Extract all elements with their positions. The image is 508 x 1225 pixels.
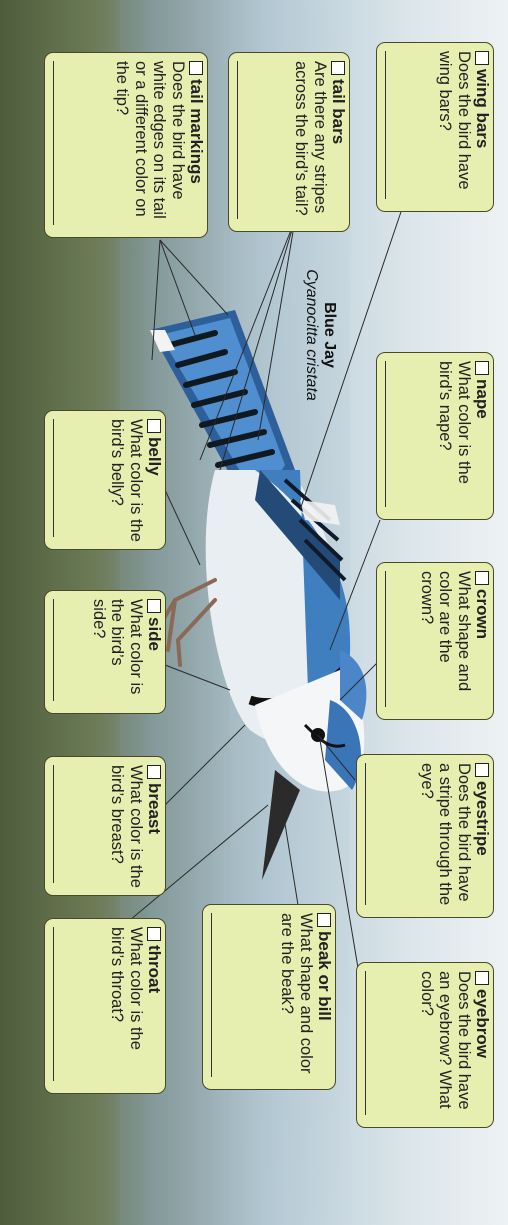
card-breast: breast What color is the bird’s breast? <box>44 756 166 896</box>
card-question: What shape and color are the crown? <box>418 571 474 713</box>
answer-line[interactable] <box>53 765 54 883</box>
checkbox-beak-or-bill[interactable] <box>318 913 332 927</box>
card-title: tail bars <box>329 79 348 144</box>
card-question: Are there any stripes across the bird’s … <box>292 61 329 225</box>
checkbox-crown[interactable] <box>476 571 490 585</box>
card-question: Does the bird have white edges on its ta… <box>113 61 187 231</box>
answer-line[interactable] <box>237 61 238 219</box>
card-eyebrow: eyebrow Does the bird have an eyebrow? W… <box>356 962 494 1128</box>
answer-line[interactable] <box>385 51 386 199</box>
card-belly: belly What color is the bird’s belly? <box>44 410 166 550</box>
checkbox-belly[interactable] <box>148 419 162 433</box>
card-title: beak or bill <box>315 931 334 1021</box>
card-title: eyebrow <box>473 989 492 1058</box>
card-question: What shape and color are the beak? <box>278 913 315 1083</box>
card-tail-bars: tail bars Are there any stripes across t… <box>228 52 350 232</box>
card-beak-or-bill: beak or bill What shape and color are th… <box>202 904 336 1090</box>
card-title: crown <box>473 589 492 639</box>
card-wing-bars: wing bars Does the bird have wing bars? <box>376 42 494 212</box>
answer-line[interactable] <box>385 361 386 507</box>
common-name: Blue Jay <box>320 265 338 405</box>
checkbox-eyebrow[interactable] <box>476 971 490 985</box>
card-question: What color is the bird’s belly? <box>108 419 145 543</box>
answer-line[interactable] <box>53 419 54 537</box>
card-title: side <box>145 617 164 651</box>
card-title: wing bars <box>473 69 492 148</box>
checkbox-breast[interactable] <box>148 765 162 779</box>
card-question: What color is the bird’s nape? <box>436 361 473 513</box>
checkbox-eyestripe[interactable] <box>476 763 490 777</box>
answer-line[interactable] <box>211 913 212 1077</box>
card-question: What color is the bird’s throat? <box>108 927 145 1087</box>
card-crown: crown What shape and color are the crown… <box>376 562 494 720</box>
answer-line[interactable] <box>53 599 54 701</box>
answer-line[interactable] <box>53 61 54 225</box>
answer-line[interactable] <box>365 971 366 1115</box>
checkbox-tail-markings[interactable] <box>190 61 204 75</box>
card-question: What color is the bird’s breast? <box>108 765 145 889</box>
card-title: nape <box>473 379 492 419</box>
checkbox-side[interactable] <box>148 599 162 613</box>
card-title: breast <box>145 783 164 834</box>
card-question: What color is the bird’s side? <box>90 599 146 707</box>
card-question: Does the bird have an eyebrow? What colo… <box>418 971 474 1121</box>
checkbox-nape[interactable] <box>476 361 490 375</box>
card-question: Does the bird have a stripe through the … <box>418 763 474 911</box>
card-title: tail markings <box>187 79 206 184</box>
card-title: belly <box>145 437 164 476</box>
card-nape: nape What color is the bird’s nape? <box>376 352 494 520</box>
card-side: side What color is the bird’s side? <box>44 590 166 714</box>
card-question: Does the bird have wing bars? <box>436 51 473 205</box>
card-eyestripe: eyestripe Does the bird have a stripe th… <box>356 754 494 918</box>
answer-line[interactable] <box>385 571 386 707</box>
card-title: eyestripe <box>473 781 492 856</box>
species-label: Blue Jay Cyanocitta cristata <box>302 265 338 405</box>
card-title: throat <box>145 945 164 993</box>
checkbox-wing-bars[interactable] <box>476 51 490 65</box>
card-tail-markings: tail markings Does the bird have white e… <box>44 52 208 238</box>
answer-line[interactable] <box>365 763 366 905</box>
card-throat: throat What color is the bird’s throat? <box>44 918 166 1094</box>
scientific-name: Cyanocitta cristata <box>302 265 320 405</box>
checkbox-throat[interactable] <box>148 927 162 941</box>
answer-line[interactable] <box>53 927 54 1081</box>
checkbox-tail-bars[interactable] <box>332 61 346 75</box>
